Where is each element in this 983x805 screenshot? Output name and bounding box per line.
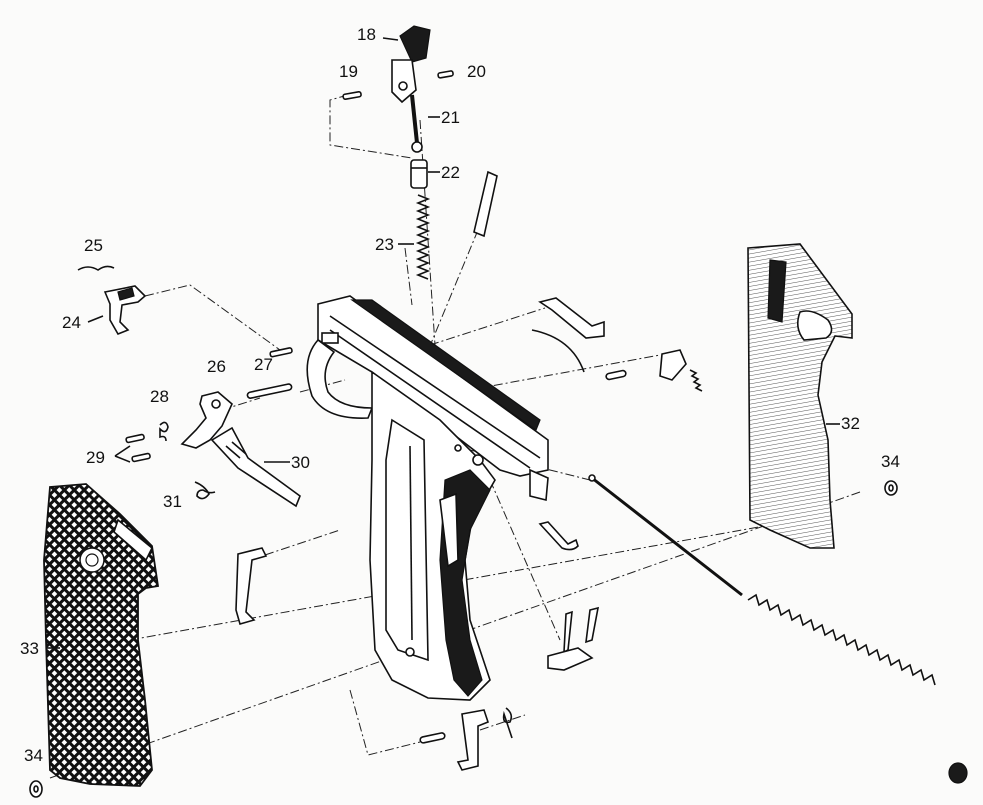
part-29-pin-b xyxy=(131,452,151,463)
part-25-spring-clip xyxy=(77,265,115,271)
label-part-28: 28 xyxy=(150,387,169,406)
label-part-26: 26 xyxy=(207,357,226,376)
label-part-31: 31 xyxy=(163,492,182,511)
part-23-spring xyxy=(415,194,431,280)
label-part-24: 24 xyxy=(62,313,81,332)
label-part-34-right: 34 xyxy=(881,452,900,471)
label-part-20: 20 xyxy=(467,62,486,81)
part-31-spring xyxy=(194,481,216,500)
part-29-pin-a xyxy=(125,433,145,444)
label-part-18: 18 xyxy=(357,25,376,44)
part-20-pin xyxy=(437,70,454,79)
label-part-34-left: 34 xyxy=(24,746,43,765)
part-33-left-grip xyxy=(43,483,160,787)
label-leaders xyxy=(46,37,840,649)
label-part-22: 22 xyxy=(441,163,460,182)
top-pin-rod xyxy=(473,170,498,238)
label-part-29: 29 xyxy=(86,448,105,467)
part-34-screw-left xyxy=(29,780,43,798)
part-18-safety-lever xyxy=(391,25,431,104)
part-27-pin xyxy=(269,347,293,358)
label-part-30: 30 xyxy=(291,453,310,472)
bottom-small-parts xyxy=(235,547,513,771)
part-26-trigger xyxy=(180,391,233,449)
label-part-32: 32 xyxy=(841,414,860,433)
label-part-23: 23 xyxy=(375,235,394,254)
part-26-pin xyxy=(246,383,293,399)
label-part-33: 33 xyxy=(20,639,39,658)
part-21-plunger xyxy=(410,94,423,153)
label-part-21: 21 xyxy=(441,108,460,127)
label-part-27: 27 xyxy=(254,355,273,374)
part-19-pin xyxy=(342,90,362,101)
label-part-25: 25 xyxy=(84,236,103,255)
part-28-spring xyxy=(159,421,169,442)
part-22-bushing xyxy=(410,159,428,189)
part-24-sear-bar xyxy=(103,285,147,336)
part-32-right-grip xyxy=(747,243,853,549)
label-part-19: 19 xyxy=(339,62,358,81)
right-small-parts xyxy=(531,297,968,784)
part-30-trigger-bar xyxy=(210,426,301,508)
part-34-screw-right xyxy=(884,480,898,496)
pistol-frame xyxy=(306,295,549,701)
